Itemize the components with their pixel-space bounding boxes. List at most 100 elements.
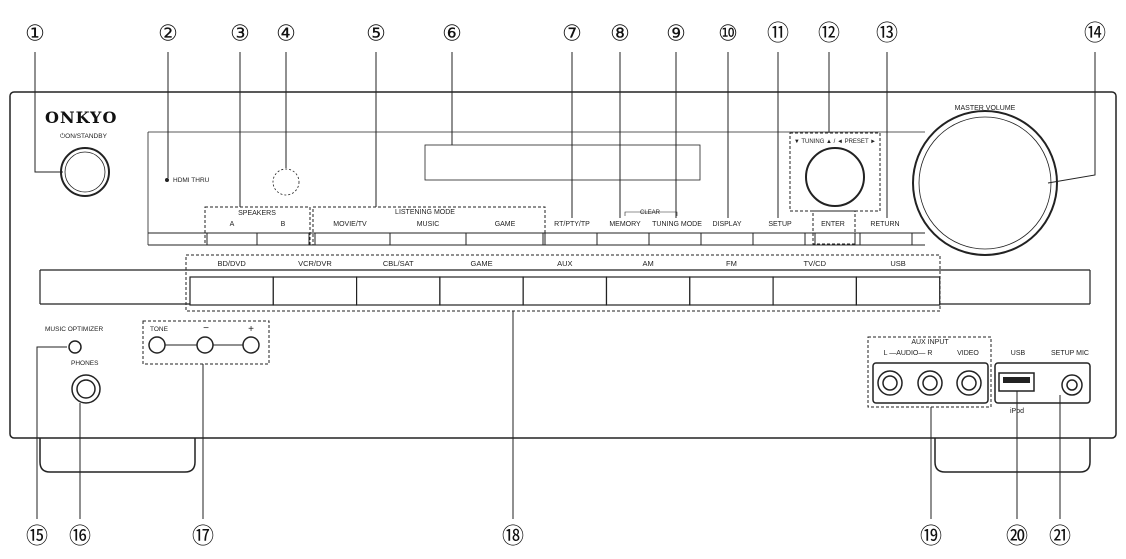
setup-mic-label: SETUP MIC xyxy=(1051,350,1089,357)
source-button-tv-cd[interactable] xyxy=(772,276,857,306)
callout-7: ⑦ xyxy=(562,21,582,46)
source-label-am: AM xyxy=(643,259,654,268)
movie-tv-button[interactable] xyxy=(314,232,391,246)
tuning-mode-label: TUNING MODE xyxy=(652,221,702,228)
rt-pty-tp-label: RT/PTY/TP xyxy=(554,221,590,228)
source-button-game[interactable] xyxy=(439,276,524,306)
right-foot xyxy=(934,438,1091,473)
callout-8: ⑧ xyxy=(610,21,630,46)
callout-6: ⑥ xyxy=(442,21,462,46)
source-label-vcr-dvr: VCR/DVR xyxy=(298,259,332,268)
game-mode-label: GAME xyxy=(495,221,516,228)
display-window xyxy=(424,144,701,181)
source-label-bd-dvd: BD/DVD xyxy=(217,259,246,268)
display-label: DISPLAY xyxy=(712,221,741,228)
callout-20: ⑳ xyxy=(1006,524,1028,549)
aux-audio-label: L —AUDIO— R xyxy=(884,350,933,357)
aux-input-title: AUX INPUT xyxy=(911,339,949,346)
music-optimizer-label: MUSIC OPTIMIZER xyxy=(45,326,103,333)
brand-logo: ONKYO xyxy=(45,108,117,127)
return-button[interactable] xyxy=(859,232,913,246)
callout-14: ⑭ xyxy=(1084,21,1106,46)
speakers-a-label: A xyxy=(230,221,235,228)
aux-audio-l-jack[interactable] xyxy=(877,370,903,396)
callout-10: ⑩ xyxy=(718,21,738,46)
phones-jack[interactable] xyxy=(71,374,101,404)
music-optimizer-button[interactable] xyxy=(68,340,82,354)
speakers-a-button[interactable] xyxy=(206,232,258,246)
callout-15: ⑮ xyxy=(26,524,48,549)
tuning-preset-label: ▼ TUNING ▲ / ◄ PRESET ► xyxy=(794,139,876,145)
tone-label: TONE xyxy=(150,326,169,333)
speakers-b-label: B xyxy=(281,221,286,228)
game-mode-button[interactable] xyxy=(465,232,544,246)
callout-5: ⑤ xyxy=(366,21,386,46)
tone-plus-label: + xyxy=(248,324,254,335)
speakers-b-button[interactable] xyxy=(256,232,310,246)
source-label-game: GAME xyxy=(471,259,493,268)
display-panel-outline xyxy=(147,131,925,245)
source-label-tv-cd: TV/CD xyxy=(804,259,827,268)
hdmi-thru-indicator xyxy=(165,178,169,182)
memory-button[interactable] xyxy=(596,232,650,246)
enter-label: ENTER xyxy=(821,221,845,228)
left-foot xyxy=(39,438,196,473)
source-label-aux: AUX xyxy=(557,259,572,268)
callout-18: ⑱ xyxy=(502,524,524,549)
callout-numbers: ① ② ③ ④ ⑤ ⑥ ⑦ ⑧ ⑨ ⑩ ⑪ ⑫ ⑬ ⑭ ⑮ ⑯ ⑰ ⑱ ⑲ ⑳ … xyxy=(25,21,1106,549)
top-button-strip xyxy=(148,232,925,246)
tone-minus-button[interactable] xyxy=(196,336,214,354)
tone-plus-button[interactable] xyxy=(242,336,260,354)
movie-tv-label: MOVIE/TV xyxy=(333,221,367,228)
phones-label: PHONES xyxy=(71,360,99,367)
callout-19: ⑲ xyxy=(920,524,942,549)
callout-11: ⑪ xyxy=(767,21,789,46)
tuning-preset-dial[interactable] xyxy=(805,147,865,207)
callout-13: ⑬ xyxy=(876,21,898,46)
usb-port-label: USB xyxy=(1011,350,1026,357)
aux-audio-r-jack[interactable] xyxy=(917,370,943,396)
callout-1: ① xyxy=(25,21,45,46)
aux-video-label: VIDEO xyxy=(957,350,979,357)
setup-button[interactable] xyxy=(752,232,806,246)
aux-video-jack[interactable] xyxy=(956,370,982,396)
source-button-bd-dvd[interactable] xyxy=(189,276,274,306)
music-label: MUSIC xyxy=(417,221,440,228)
music-button[interactable] xyxy=(389,232,467,246)
power-label: ⏻ON/STANDBY xyxy=(60,133,108,140)
tone-button[interactable] xyxy=(148,336,166,354)
source-buttons: BD/DVD VCR/DVR CBL/SAT GAME AUX AM FM TV/CD USB xyxy=(189,259,941,306)
listening-mode-title: LISTENING MODE xyxy=(395,209,455,216)
source-button-fm[interactable] xyxy=(689,276,774,306)
callout-21: ㉑ xyxy=(1049,524,1071,549)
callout-12: ⑫ xyxy=(818,21,840,46)
display-button[interactable] xyxy=(700,232,754,246)
callout-2: ② xyxy=(158,21,178,46)
tuning-mode-button[interactable] xyxy=(648,232,702,246)
source-label-cbl-sat: CBL/SAT xyxy=(383,259,414,268)
source-label-usb: USB xyxy=(890,259,905,268)
setup-label: SETUP xyxy=(768,221,792,228)
enter-button[interactable] xyxy=(814,232,856,246)
source-button-am[interactable] xyxy=(605,276,691,306)
source-button-aux[interactable] xyxy=(522,276,608,306)
master-volume-knob[interactable] xyxy=(912,110,1058,256)
setup-mic-jack[interactable] xyxy=(1061,374,1083,396)
source-button-vcr-dvr[interactable] xyxy=(272,276,358,306)
rt-pty-tp-button[interactable] xyxy=(544,232,598,246)
speakers-title: SPEAKERS xyxy=(238,210,276,217)
source-button-cbl-sat[interactable] xyxy=(356,276,441,306)
memory-label: MEMORY xyxy=(609,221,641,228)
power-button[interactable] xyxy=(60,147,110,197)
callout-4: ④ xyxy=(276,21,296,46)
source-label-fm: FM xyxy=(726,259,737,268)
callout-16: ⑯ xyxy=(69,524,91,549)
source-button-usb[interactable] xyxy=(855,276,941,306)
master-volume-label: MASTER VOLUME xyxy=(955,105,1016,112)
callout-17: ⑰ xyxy=(192,524,214,549)
clear-label: CLEAR xyxy=(640,210,661,216)
callout-3: ③ xyxy=(230,21,250,46)
callout-9: ⑨ xyxy=(666,21,686,46)
remote-sensor xyxy=(272,168,300,196)
